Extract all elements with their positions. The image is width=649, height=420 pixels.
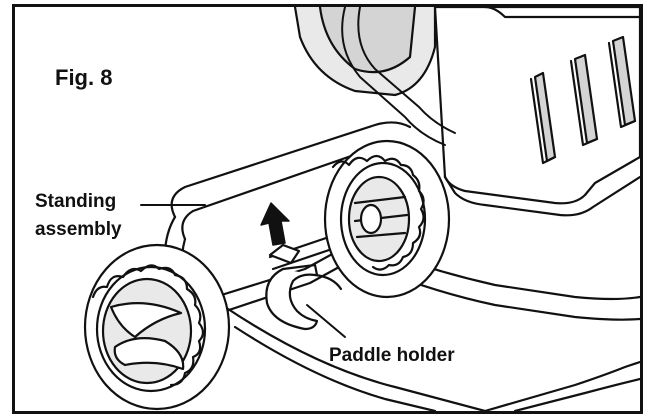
standing-assembly-label-line1: Standing: [35, 191, 117, 212]
rear-wheel: [323, 139, 451, 299]
upper-frame-tube: [341, 7, 456, 146]
paddle-holder-leader: [306, 304, 346, 338]
figure-frame: Fig. 8 Standing assembly Paddle holder: [12, 4, 643, 414]
grille-slots: [529, 35, 637, 165]
front-wheel: [83, 243, 231, 411]
figure-title: Fig. 8: [55, 65, 113, 90]
paddle-holder-clip: [265, 243, 343, 331]
leader-lines: [140, 204, 346, 338]
motor-housing: [293, 7, 437, 97]
paddle-holder-label: Paddle holder: [329, 345, 455, 366]
standing-assembly-label-line2: assembly: [35, 219, 122, 240]
direction-arrow: [260, 202, 290, 246]
line-drawing: [83, 7, 640, 411]
mower-body: [433, 7, 640, 217]
